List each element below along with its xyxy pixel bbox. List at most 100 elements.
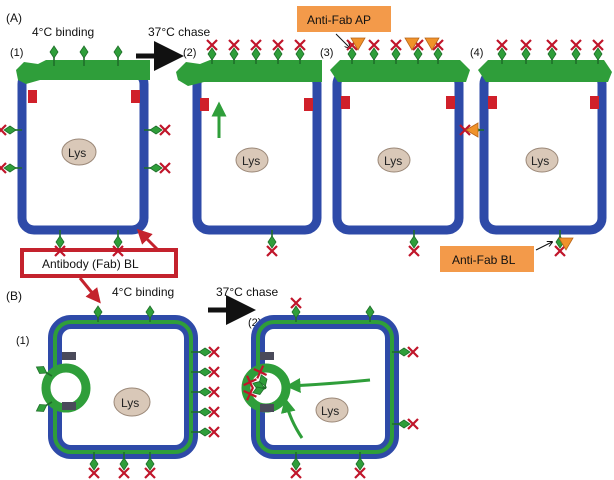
antibody-icon [520,39,532,51]
tight-junction-icon [260,404,274,412]
antibody-icon [546,39,558,51]
lysosome-icon [525,147,559,173]
receptor-icon [521,47,531,64]
transcytosis-arrow [285,377,371,393]
antibody-icon [459,124,471,136]
antibody-icon [408,245,420,257]
anti-fab-ap-callout [297,6,391,32]
antibody-fab-bl-label: Antibody (Fab) BL [42,257,139,271]
callout-arrow [78,277,101,304]
tight-junction-icon [341,96,350,109]
receptor-icon [273,47,283,64]
receptor-icon [119,452,129,471]
antibody-icon [0,124,7,136]
receptor-icon [35,401,53,412]
tight-junction-icon [304,98,313,111]
antibody-icon [290,297,302,309]
antibody-icon [570,39,582,51]
antibody-icon [243,386,257,401]
receptor-icon [49,45,59,66]
antibody-icon [253,365,268,379]
cell-a3: Lys [330,60,470,235]
antibody-icon [208,366,220,378]
receptor-icon [251,47,261,64]
receptor-icon [392,419,411,429]
antibody-icon [54,245,66,257]
tight-junction-icon [131,90,140,103]
antibody-icon [206,39,218,51]
cell-a1: Lys [16,60,150,235]
lysosome-icon [377,147,411,173]
lysosome-icon [315,397,349,423]
anti-fab-icon [404,37,420,51]
receptor-icon [89,452,99,471]
callout-pointer [535,242,552,251]
antibody-icon [159,124,171,136]
receptor-icon [191,407,212,417]
receptor-icon [229,47,239,64]
tight-junction-icon [488,96,497,109]
chase-label-b: 37°C chase [216,285,278,299]
antibody-icon [228,39,240,51]
apical-membrane [330,60,470,82]
lysosome-label: Lys [531,154,549,168]
antibody-icon [496,39,508,51]
antibody-icon [0,162,7,174]
receptor-icon [145,305,155,322]
apical-membrane [16,60,150,84]
antibody-fab-bl-callout [20,248,178,278]
anti-fab-ap-label: Anti-Fab AP [307,13,371,27]
tight-junction-icon [200,98,209,111]
tight-junction-icon [260,352,274,360]
receptor-icon [593,47,603,64]
receptor-icon [347,47,357,64]
receptor-icon [113,230,123,249]
antibody-icon [290,467,302,479]
apical-membrane [478,60,612,82]
lysosome-label: Lys [384,154,402,168]
antibody-icon [390,39,402,51]
receptor-icon [191,367,212,377]
antibody-icon [407,346,419,358]
receptor-icon [409,230,419,249]
antibody-icon [208,386,220,398]
antibody-icon [294,39,306,51]
antibody-icon [368,39,380,51]
antibody-icon [208,346,220,358]
antibody-icon [266,245,278,257]
antibody-icon [88,467,100,479]
antibody-icon [407,418,419,430]
antibody-icon [144,467,156,479]
receptor-icon [3,125,22,135]
antibody-icon [250,39,262,51]
receptor-icon [571,47,581,64]
apical-membrane [176,60,322,86]
antibody-icon [354,467,366,479]
binding-label-a: 4°C binding [32,25,94,39]
receptor-icon [191,427,212,437]
receptor-icon [391,47,401,64]
transcytosis-arrow [280,397,304,439]
anti-fab-icon [424,37,440,51]
step-label-b1: (1) [16,335,29,347]
receptor-icon [413,47,423,64]
receptor-icon [191,347,212,357]
receptor-icon [145,452,155,471]
antibody-icon [118,467,130,479]
antibody-icon [159,162,171,174]
lysosome-icon [235,147,269,173]
anti-fab-icon [558,237,574,251]
antibody-icon [243,375,257,390]
receptor-icon [291,452,301,471]
panel-a-label: (A) [6,11,22,25]
receptor-icon [295,47,305,64]
step-label-a3: (3) [320,47,333,59]
receptor-icon [355,452,365,471]
receptor-icon [547,47,557,64]
step-label-a2: (2) [183,47,196,59]
lysosome-label: Lys [321,404,339,418]
antibody-icon [554,245,566,257]
step-label-a4: (4) [470,47,483,59]
receptor-icon [252,386,267,395]
